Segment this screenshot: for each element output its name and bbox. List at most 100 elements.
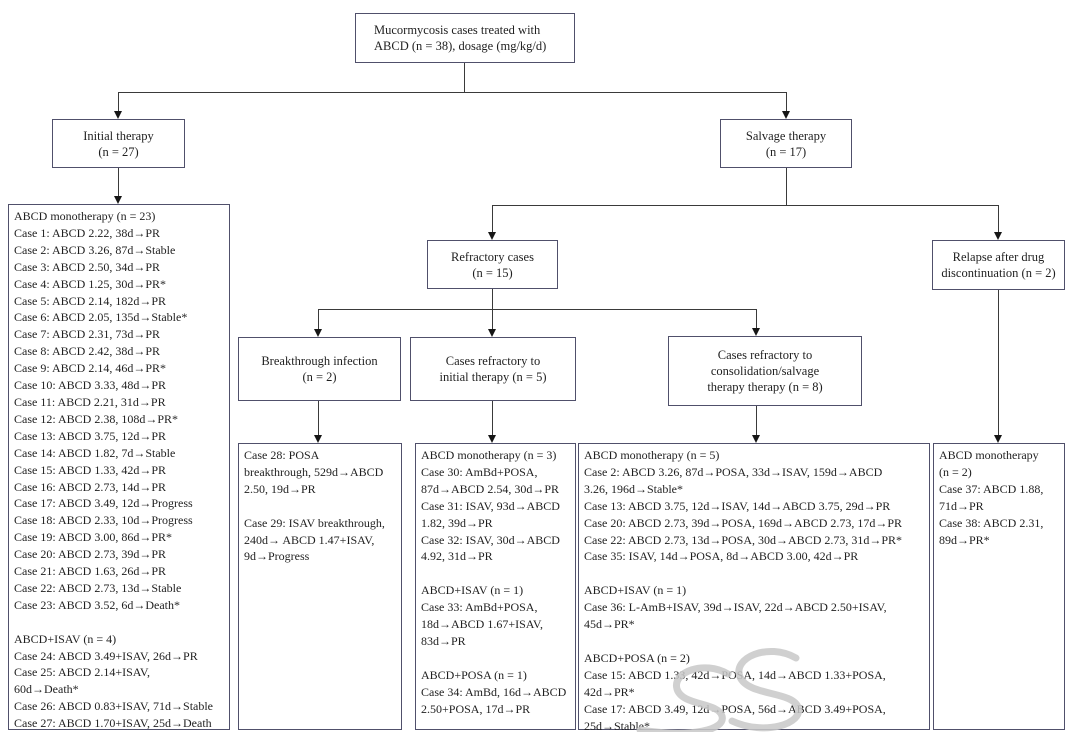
text-line: 71d→PR [939,498,984,513]
text-line: 25d→Stable* [584,718,650,732]
connector-breakthrough-to-detail [318,401,319,436]
text-line: Case 28: POSA [244,448,320,462]
arrowhead-consolidation-detail [752,435,760,443]
text-line: Case 9: ABCD 2.14, 46d→PR* [14,361,167,376]
text-line: Case 38: ABCD 2.31, [939,515,1044,530]
text-line: consolidation/salvage [710,364,820,378]
arrowhead-relapse [994,232,1002,240]
connector-to-relapse [998,205,999,233]
text-line: Case 36: L-AmB+ISAV, 39d→ISAV, 22d→ABCD … [584,600,887,615]
initial-therapy-box: Initial therapy(n = 27) [52,119,185,168]
text-line: Case 4: ABCD 1.25, 30d→PR* [14,276,167,291]
refractory-initial-detail-text: ABCD monotherapy (n = 3) Case 30: AmBd+PO… [421,447,571,718]
text-line: breakthrough, 529d→ABCD [244,464,384,479]
text-line: Case 13: ABCD 3.75, 12d→PR [14,428,167,443]
text-line: Case 5: ABCD 2.14, 182d→PR [14,293,167,308]
arrowhead-breakthrough [314,329,322,337]
connector-initial-to-detail [118,168,119,197]
text-line: Case 26: ABCD 0.83+ISAV, 71d→Stable [14,699,214,714]
refractory-cases-label: Refractory cases(n = 15) [428,249,557,281]
text-line: 9d→Progress [244,549,310,564]
text-line: 60d→Death* [14,682,79,697]
refractory-initial-box: Cases refractory to initial therapy (n = … [410,337,576,401]
text-line [421,565,571,582]
connector-salvage-down [786,168,787,206]
text-line: 1.82, 39d→PR [421,515,493,530]
relapse-detail-box: ABCD monotherapy(n = 2)Case 37: ABCD 1.8… [933,443,1065,730]
connector-to-initial [118,92,119,112]
arrowhead-salvage [782,111,790,119]
breakthrough-infection-box: Breakthrough infection(n = 2) [238,337,401,401]
connector-salvage-split [492,205,999,206]
connector-refractory-initial-to-detail [492,401,493,436]
text-line: 89d→PR* [939,532,990,547]
text-line: Case 2: ABCD 3.26, 87d→POSA, 33d→ISAV, 1… [584,464,883,479]
text-line: 42d→PR* [584,684,635,699]
text-line: 4.92, 31d→PR [421,549,493,564]
text-line: Case 6: ABCD 2.05, 135d→Stable* [14,310,188,325]
text-line: ABCD+POSA (n = 2) [584,650,690,665]
text-line: Case 35: ISAV, 14d→POSA, 8d→ABCD 3.00, 4… [584,549,859,564]
text-line: Case 19: ABCD 3.00, 86d→PR* [14,530,173,545]
text-line: Case 20: ABCD 2.73, 39d→PR [14,547,167,562]
text-line: Case 10: ABCD 3.33, 48d→PR [14,378,167,393]
text-line: Case 12: ABCD 2.38, 108d→PR* [14,411,179,426]
text-line: Cases refractory to [445,354,541,368]
text-line: (n = 27) [98,144,139,159]
text-line: Case 3: ABCD 2.50, 34d→PR [14,259,161,274]
connector-consolidation-to-detail [756,406,757,436]
arrowhead-breakthrough-detail [314,435,322,443]
arrowhead-refractory-consolidation [752,328,760,336]
connector-to-refractory-consolidation [756,309,757,329]
text-line: ABCD (n = 38), dosage (mg/kg/d) [374,39,547,53]
text-line: Case 25: ABCD 2.14+ISAV, [14,665,151,680]
text-line: (n = 15) [472,265,513,280]
text-line: 3.26, 196d→Stable* [584,481,683,496]
refractory-consolidation-detail-text: ABCD monotherapy (n = 5) Case 2: ABCD 3.2… [584,447,925,732]
text-line: Case 31: ISAV, 93d→ABCD [421,498,560,513]
text-line: Case 1: ABCD 2.22, 38d→PR [14,225,161,240]
text-line: Relapse after drug [952,250,1045,264]
breakthrough-infection-label: Breakthrough infection(n = 2) [239,353,400,385]
text-line: (n = 2) [302,370,337,384]
text-line: 87d→ABCD 2.54, 30d→PR [421,481,560,496]
text-line: 18d→ABCD 1.67+ISAV, [421,617,544,632]
connector-refractory-split [318,309,757,310]
text-line: therapy therapy (n = 8) [707,380,823,394]
text-line: Case 24: ABCD 3.49+ISAV, 26d→PR [14,648,198,663]
text-line: discontinuation (n = 2) [941,266,1056,280]
arrowhead-refractory [488,232,496,240]
text-line: (n = 17) [765,144,807,159]
text-line: Case 14: ABCD 1.82, 7d→Stable [14,445,176,460]
text-line: ABCD+ISAV (n = 4) [14,631,117,646]
text-line: Case 8: ABCD 2.42, 38d→PR [14,344,161,359]
text-line: Case 18: ABCD 2.33, 10d→Progress [14,513,193,528]
text-line: Case 20: ABCD 2.73, 39d→POSA, 169d→ABCD … [584,515,903,530]
relapse-detail-text: ABCD monotherapy(n = 2)Case 37: ABCD 1.8… [939,447,1060,548]
text-line: ABCD monotherapy (n = 23) [14,209,156,223]
text-line: Case 29: ISAV breakthrough, [244,515,385,530]
text-line: ABCD+ISAV (n = 1) [584,583,687,598]
refractory-initial-label: Cases refractory to initial therapy (n = … [411,353,575,385]
text-line [584,565,925,582]
text-line: ABCD monotherapy (n = 5) [584,448,720,462]
arrowhead-refractory-initial-detail [488,435,496,443]
text-line: ABCD monotherapy (n = 3) [421,448,557,462]
text-line: Case 21: ABCD 1.63, 26d→PR [14,564,167,579]
initial-therapy-detail-text: ABCD monotherapy (n = 23) Case 1: ABCD 2.… [14,208,225,732]
arrowhead-initial [114,111,122,119]
text-line: 45d→PR* [584,617,635,632]
text-line: 83d→PR [421,633,466,648]
initial-therapy-label: Initial therapy(n = 27) [53,128,184,160]
text-line: Case 30: AmBd+POSA, [421,464,538,479]
refractory-cases-box: Refractory cases(n = 15) [427,240,558,289]
arrowhead-initial-detail [114,196,122,204]
text-line: initial therapy (n = 5) [439,370,547,384]
text-line: 240d→ ABCD 1.47+ISAV, [244,532,375,547]
connector-to-salvage [786,92,787,112]
text-line [14,614,225,631]
